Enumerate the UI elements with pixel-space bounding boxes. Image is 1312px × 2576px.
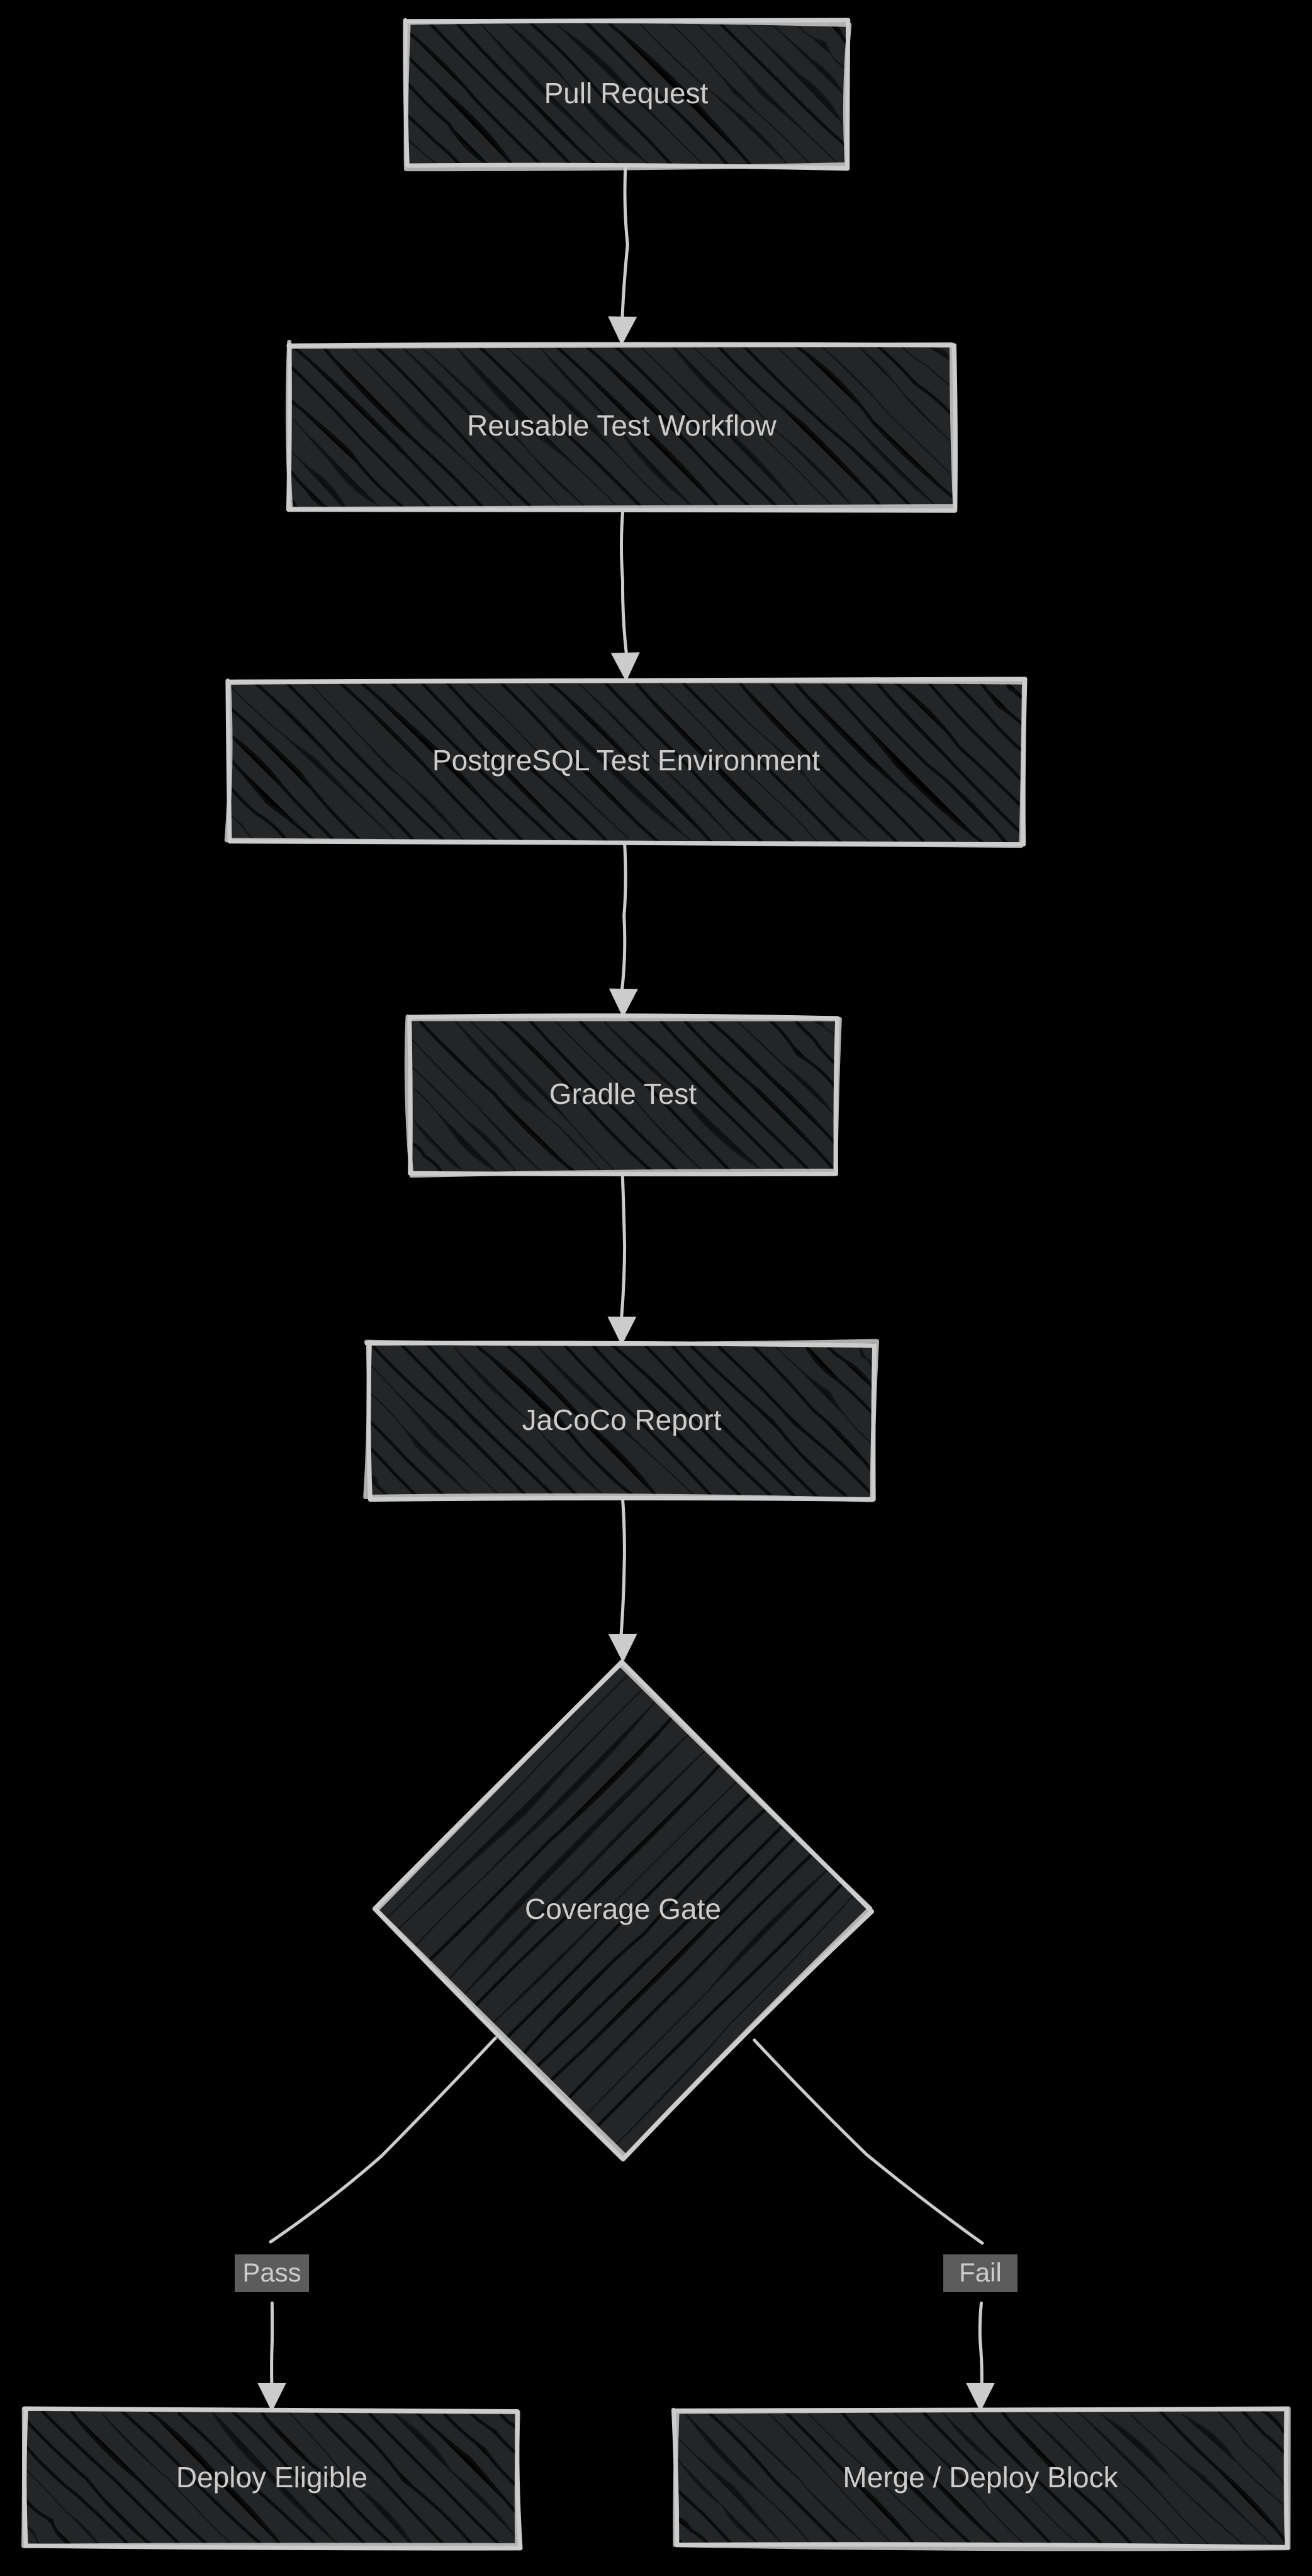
edge-segment — [269, 2036, 497, 2244]
edge-label-text: Pass — [242, 2258, 301, 2287]
node-border — [673, 2406, 1291, 2551]
node-label-merge_block: Merge / Deploy Block — [843, 2461, 1118, 2494]
edge-label-background — [235, 2254, 309, 2292]
node-label-pull_request: Pull Request — [544, 77, 709, 110]
edge-labels-layer: Pass Fail — [235, 2254, 1018, 2292]
node-fill — [368, 1344, 875, 1498]
node-border — [21, 2406, 520, 2548]
edge-gradle_test-to-jacoco_report[interactable] — [607, 1174, 637, 1346]
node-label-pg_test_env: PostgreSQL Test Environment — [432, 744, 820, 777]
edge-reusable_wf-to-pg_test_env[interactable] — [610, 507, 640, 682]
node-border — [363, 1339, 880, 1502]
node-label-jacoco_report: JaCoCo Report — [522, 1403, 721, 1436]
edge-segment — [620, 840, 627, 993]
node-hatch-fill — [409, 1016, 837, 1174]
node-gradle_test[interactable]: Gradle Test — [404, 1011, 842, 1179]
node-border — [285, 339, 958, 512]
edge-coverage_gate-to-deploy_eligible[interactable] — [257, 2036, 497, 2412]
edge-coverage_gate-to-merge_block[interactable] — [753, 2039, 995, 2412]
node-label-coverage_gate: Coverage Gate — [525, 1893, 721, 1925]
node-fill — [675, 2410, 1286, 2546]
edge-label-pass: Pass — [235, 2254, 309, 2292]
node-hatch-fill — [406, 22, 846, 167]
node-border — [374, 1660, 873, 2159]
node-border — [224, 678, 1026, 848]
node-label-gradle_test: Gradle Test — [549, 1077, 697, 1110]
node-merge_block[interactable]: Merge / Deploy Block — [671, 2406, 1291, 2551]
node-border — [403, 18, 852, 172]
node-fill — [406, 22, 846, 167]
node-hatch-fill — [675, 2410, 1286, 2546]
edge-label-background — [943, 2254, 1018, 2292]
edge-pull_request-to-reusable_wf[interactable] — [608, 163, 637, 346]
node-coverage_gate[interactable]: Coverage Gate — [372, 1660, 875, 2162]
node-jacoco_report[interactable]: JaCoCo Report — [363, 1339, 880, 1502]
node-hatch-fill — [228, 680, 1024, 843]
edge-arrowhead — [966, 2383, 995, 2412]
edge-arrowhead — [608, 1633, 637, 1663]
edge-segment — [620, 1174, 627, 1321]
node-reusable_wf[interactable]: Reusable Test Workflow — [285, 339, 958, 513]
edge-jacoco_report-to-coverage_gate[interactable] — [608, 1496, 637, 1663]
node-hatch-fill — [289, 344, 954, 509]
node-hatch-fill — [385, 1673, 856, 2149]
edge-pg_test_env-to-gradle_test[interactable] — [608, 840, 638, 1018]
edge-arrowhead — [257, 2383, 286, 2412]
edge-segment — [978, 2301, 984, 2387]
node-label-deploy_eligible: Deploy Eligible — [176, 2461, 367, 2494]
edge-segment — [619, 507, 629, 659]
node-fill — [289, 344, 954, 509]
node-pg_test_env[interactable]: PostgreSQL Test Environment — [224, 677, 1028, 848]
edges-layer — [257, 163, 995, 2412]
node-hatch-fill — [25, 2410, 519, 2546]
edge-arrowhead — [610, 652, 640, 682]
edge-arrowhead — [608, 988, 638, 1018]
node-deploy_eligible[interactable]: Deploy Eligible — [21, 2406, 523, 2551]
node-hatch-fill — [368, 1344, 875, 1498]
edge-arrowhead — [608, 316, 637, 346]
edge-segment — [753, 2039, 984, 2245]
node-border — [404, 1014, 842, 1178]
node-fill — [409, 1016, 837, 1174]
edge-label-fail: Fail — [943, 2254, 1018, 2292]
edge-arrowhead — [607, 1316, 637, 1346]
edge-segment — [619, 1496, 626, 1637]
edge-segment — [620, 163, 629, 320]
node-pull_request[interactable]: Pull Request — [403, 18, 852, 172]
edge-label-text: Fail — [959, 2258, 1002, 2287]
node-label-reusable_wf: Reusable Test Workflow — [467, 409, 777, 442]
